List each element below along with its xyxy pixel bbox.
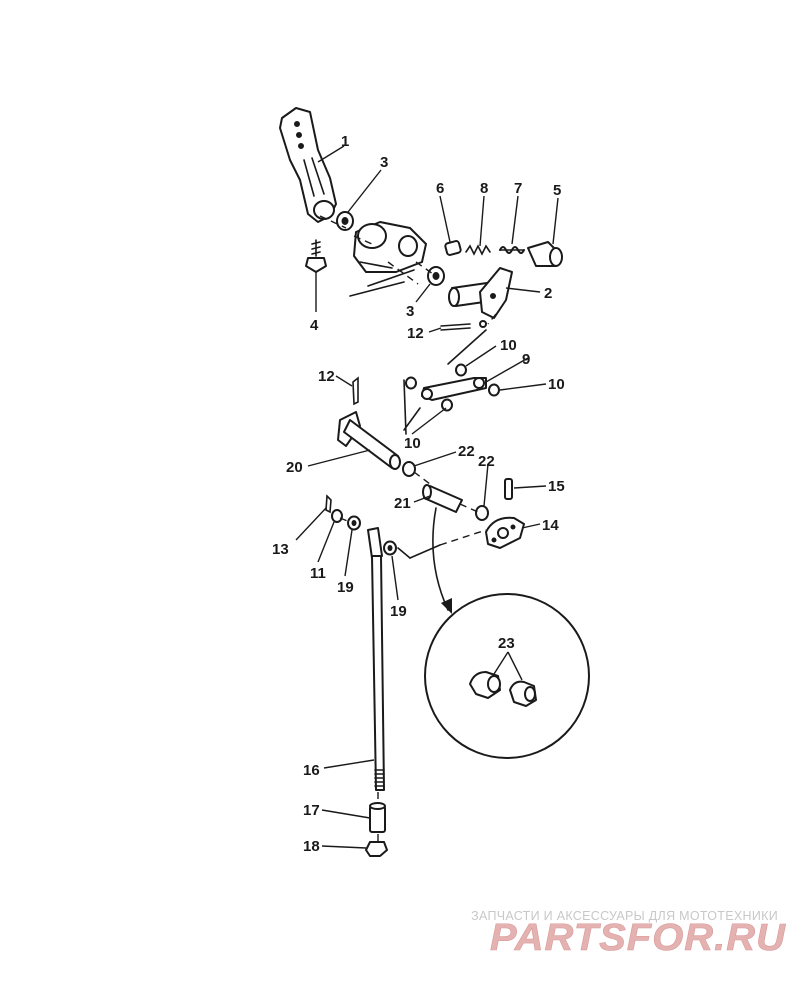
- callout-3-lower: 3: [406, 303, 414, 320]
- callout-12-lower: 12: [318, 368, 335, 385]
- callout-20: 20: [286, 459, 303, 476]
- part-10-washer-c: [488, 383, 500, 397]
- callout-22-lower: 22: [478, 453, 495, 470]
- callout-2: 2: [544, 285, 552, 302]
- part-6-ball: [444, 240, 462, 256]
- part-15-pin: [504, 478, 513, 500]
- watermark-tagline: ЗАПЧАСТИ И АКСЕССУАРЫ ДЛЯ МОТОТЕХНИКИ: [471, 909, 778, 923]
- callout-7: 7: [514, 180, 522, 197]
- part-14-arm-plate: [485, 516, 525, 549]
- callout-17: 17: [303, 802, 320, 819]
- part-13-cotter-pin: [325, 494, 332, 514]
- part-10-washer-d: [441, 398, 453, 412]
- callout-6: 6: [436, 180, 444, 197]
- callout-18: 18: [303, 838, 320, 855]
- shift-bracket-housing: [349, 221, 427, 297]
- callout-16: 16: [303, 762, 320, 779]
- part-22-washer-b: [475, 505, 489, 521]
- part-9-link: [421, 377, 487, 401]
- part-8-spring-pin: [465, 244, 491, 256]
- callout-19-right: 19: [390, 603, 407, 620]
- callout-19-left: 19: [337, 579, 354, 596]
- callout-21: 21: [394, 495, 411, 512]
- callout-8: 8: [480, 180, 488, 197]
- leader-lines: [295, 145, 559, 849]
- part-10-washer-b: [455, 363, 467, 377]
- callout-23: 23: [498, 635, 515, 652]
- watermark-logo: PARTSFOR.RU: [490, 917, 787, 959]
- part-19-washer-a: [347, 515, 361, 531]
- callout-3-upper: 3: [380, 154, 388, 171]
- callout-14: 14: [542, 517, 559, 534]
- part-10-washer-a: [405, 376, 417, 390]
- callout-4: 4: [310, 317, 319, 334]
- part-12-pin-upper: [440, 320, 487, 331]
- callout-9: 9: [522, 351, 530, 368]
- callout-10-upper: 10: [500, 337, 517, 354]
- callout-1: 1: [341, 133, 349, 150]
- callout-13: 13: [272, 541, 289, 558]
- watermark: ЗАПЧАСТИ И АКСЕССУАРЫ ДЛЯ МОТОТЕХНИКИ PA…: [471, 909, 786, 959]
- callout-12-upper: 12: [407, 325, 424, 342]
- part-17-sleeve: [369, 802, 386, 833]
- part-16-shift-rod: [367, 527, 385, 791]
- callout-10-right: 10: [548, 376, 565, 393]
- part-2-shaft-arm: [448, 267, 513, 319]
- part-11-washer: [331, 509, 343, 523]
- callout-22-upper: 22: [458, 443, 475, 460]
- part-19-washer-b: [383, 540, 397, 556]
- callout-labels: 1 3 6 8 7 5 2 3 4 12 10 9 10 12 10 20 22…: [272, 133, 565, 855]
- part-22-washer-a: [402, 461, 416, 477]
- detail-callout-circle: [424, 507, 590, 759]
- part-3-washer-upper: [336, 211, 354, 231]
- part-21-bushing: [422, 484, 463, 513]
- part-20-crank: [337, 411, 401, 470]
- callout-15: 15: [548, 478, 565, 495]
- part-7-spring: [499, 246, 525, 254]
- part-18-nut: [365, 841, 388, 857]
- callout-5: 5: [553, 182, 561, 199]
- callout-10-lower: 10: [404, 435, 421, 452]
- assembly-lines: [319, 215, 497, 842]
- callout-11: 11: [310, 565, 326, 582]
- part-5-plug: [527, 241, 563, 267]
- part-1-shift-lever: [279, 107, 337, 223]
- part-4-bolt: [305, 239, 327, 273]
